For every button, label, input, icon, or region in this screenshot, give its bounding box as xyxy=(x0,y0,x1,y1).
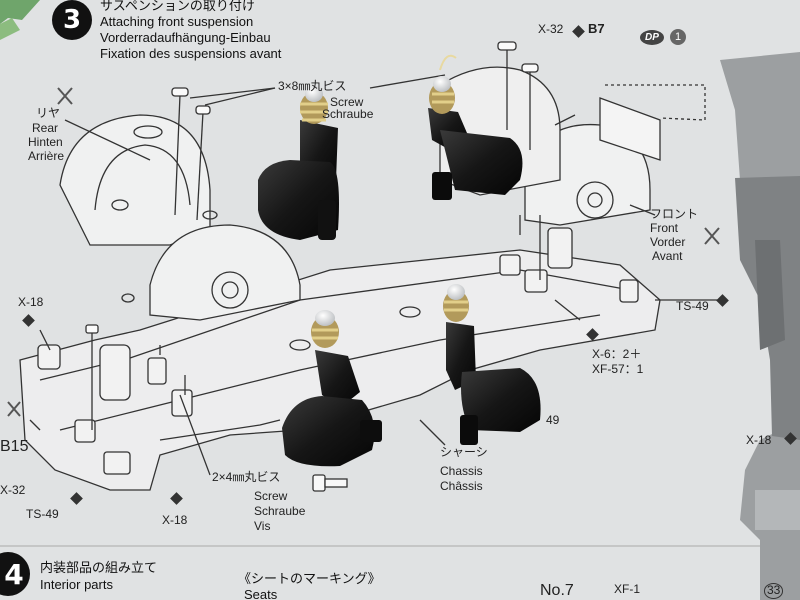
step-3-title-jp: サスペンションの取り付け xyxy=(100,0,255,13)
one-badge: 1 xyxy=(670,29,686,45)
seats-label-en: Seats xyxy=(244,587,278,600)
x18-left-label: X-18 xyxy=(18,295,44,309)
screw-8mm-label-en: Screw xyxy=(330,95,364,109)
b15-part-label: B15 xyxy=(0,438,29,455)
x18-bottom-label: X-18 xyxy=(162,513,188,527)
one-badge-text: 1 xyxy=(674,31,682,43)
upright-bottom-left xyxy=(282,310,382,467)
step-3-title-en: Attaching front suspension xyxy=(100,14,254,29)
paint-mix-xf57: XF-57：1 xyxy=(592,362,644,376)
b7-part-label: B7 xyxy=(588,21,605,36)
seats-marking-jp: 《シートのマーキング》 xyxy=(238,571,381,586)
paint-mix-x6: X-6：2＋ xyxy=(592,347,642,361)
xf1-label: XF-1 xyxy=(614,582,641,596)
chassis-label-jp: シャーシ xyxy=(440,445,488,459)
chassis-label-fr: Châssis xyxy=(440,479,483,493)
no7-label: No.7 xyxy=(540,582,574,599)
step-4-title-jp: 内装部品の組み立て xyxy=(40,560,158,575)
x32-top-label: X-32 xyxy=(538,22,564,36)
rear-label-en: Rear xyxy=(32,121,59,135)
rear-label-jp: リヤ xyxy=(36,106,61,120)
rear-label-fr: Arrière xyxy=(28,149,65,163)
step-3-title-de: Vorderradaufhängung-Einbau xyxy=(100,30,271,45)
front-label-jp: フロント xyxy=(650,207,699,221)
rear-label-de: Hinten xyxy=(28,135,63,149)
step-3-title-fr: Fixation des suspensions avant xyxy=(100,46,282,61)
dp-badge: DP xyxy=(640,30,664,45)
screw-4mm-label-en: Screw xyxy=(254,489,288,503)
upright-top-left xyxy=(258,86,339,240)
step-4-title-en: Interior parts xyxy=(40,577,113,592)
front-label-de: Vorder xyxy=(650,235,686,249)
ts49-right-label: TS-49 xyxy=(676,299,709,313)
screw-8mm-label-jp: 3×8㎜丸ビス xyxy=(278,79,347,93)
upright-top-right xyxy=(428,54,523,200)
step-3-number-badge: 3 xyxy=(52,0,92,40)
chassis-label-en: Chassis xyxy=(440,464,483,478)
step-4-number: 4 xyxy=(4,557,24,591)
dp-badge-text: DP xyxy=(645,32,659,43)
screw-4mm-label-de: Schraube xyxy=(254,504,306,518)
screw-8mm-label-de: Schraube xyxy=(322,107,374,121)
step-3-number: 3 xyxy=(62,5,82,35)
screw-4mm-label-jp: 2×4㎜丸ビス xyxy=(212,470,281,484)
upright-bottom-right xyxy=(443,284,541,445)
front-label-en: Front xyxy=(650,221,679,235)
part-number-49: 49 xyxy=(546,413,560,427)
screw-4mm-label-fr: Vis xyxy=(254,519,271,533)
ts49-left-label: TS-49 xyxy=(26,507,59,521)
front-label-fr: Avant xyxy=(652,249,683,263)
page-number: 33 xyxy=(764,583,784,599)
x32-left-label: X-32 xyxy=(0,483,26,497)
x18-right-label: X-18 xyxy=(746,433,772,447)
